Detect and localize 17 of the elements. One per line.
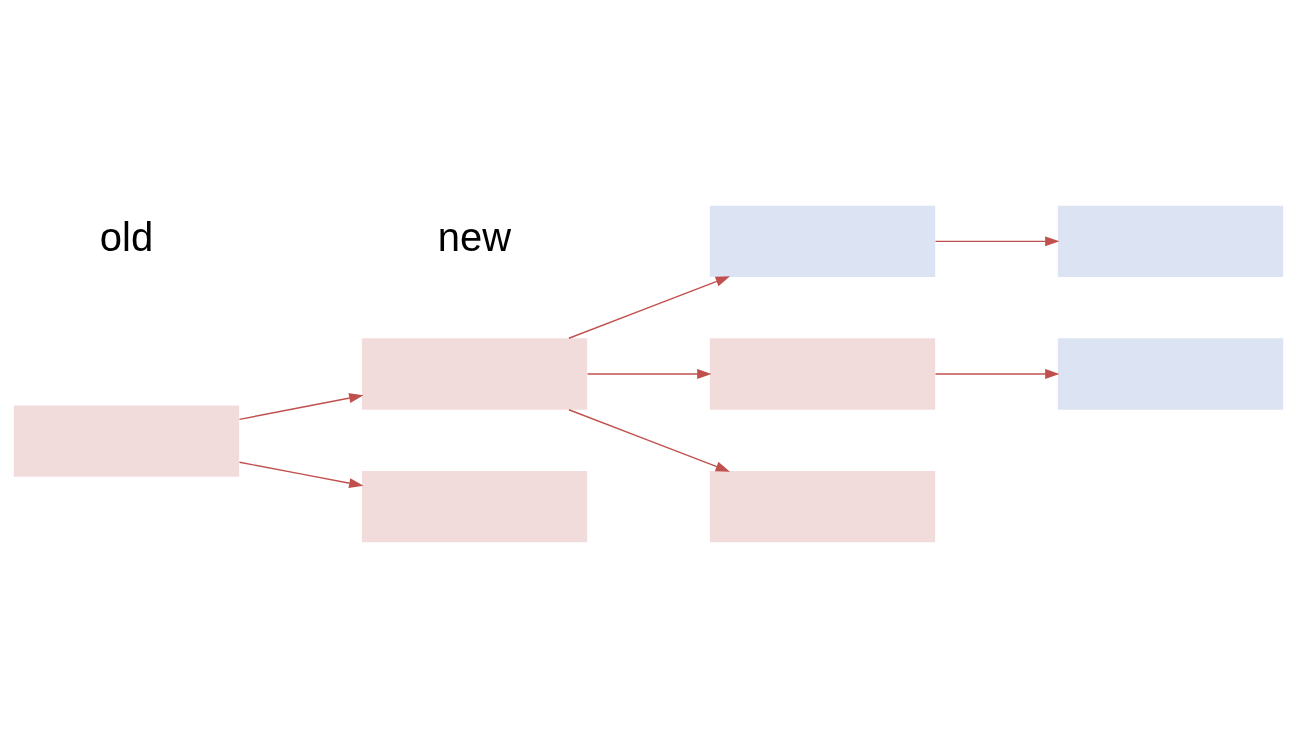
arrow	[238, 461, 364, 488]
node-box	[361, 470, 588, 542]
node-box	[1057, 337, 1284, 410]
label: new	[437, 214, 512, 259]
arrow	[586, 368, 712, 379]
arrow	[568, 275, 730, 339]
node-box	[709, 470, 936, 542]
arrow	[568, 408, 730, 472]
node-box	[709, 205, 936, 277]
node-box	[1057, 205, 1284, 277]
node-box	[709, 337, 936, 410]
node-box	[361, 337, 588, 410]
arrow	[934, 368, 1060, 379]
arrow	[934, 235, 1060, 246]
arrow	[238, 392, 364, 420]
label: old	[99, 214, 154, 259]
node-box	[13, 404, 240, 477]
